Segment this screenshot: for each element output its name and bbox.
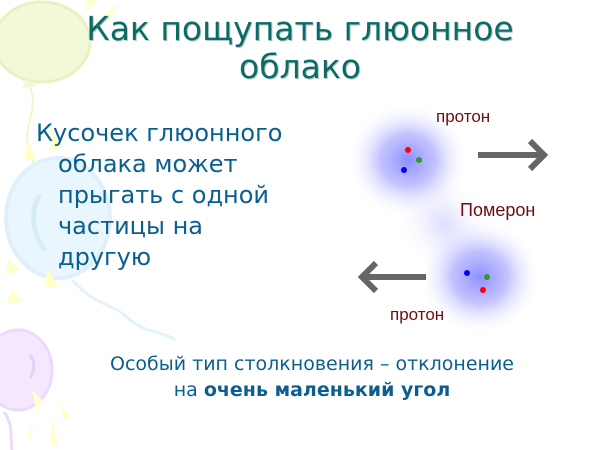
top-proton-label: протон: [436, 107, 491, 126]
pomeron-label: Померон: [460, 200, 536, 220]
red-quark-icon: [480, 287, 486, 293]
bullet-line: частицы на: [58, 212, 203, 240]
conclusion-text: Особый тип столкновения – отклонение на …: [0, 351, 600, 403]
green-quark-icon: [416, 157, 422, 163]
blue-quark-icon: [401, 167, 407, 173]
blue-quark-icon: [464, 270, 470, 276]
title-line-1: Как пощупать глюонное: [86, 9, 514, 48]
slide-title: Как пощупать глюонное облако: [0, 10, 600, 86]
arrow-right-icon: [478, 138, 549, 172]
green-quark-icon: [484, 274, 490, 280]
conclusion-line-1: Особый тип столкновения – отклонение: [110, 353, 514, 375]
bullet-text: Кусочек глюонного облака может прыгать с…: [36, 118, 326, 273]
bullet-line: прыгать с одной: [58, 181, 270, 209]
bullet-line: облака может: [58, 150, 238, 178]
pomeron-diagram: протон Померон протон: [340, 95, 600, 335]
bottom-proton-label: протон: [390, 305, 445, 324]
red-quark-icon: [405, 147, 411, 153]
conclusion-prefix: на: [173, 379, 204, 401]
top-proton-cloud: [346, 102, 470, 218]
bullet-line: другую: [58, 243, 152, 271]
conclusion-emphasis: очень маленький угол: [203, 379, 451, 401]
conclusion-line-2: на очень маленький угол: [0, 377, 600, 403]
bottom-proton-cloud: [418, 219, 542, 335]
title-line-2: облако: [239, 47, 361, 86]
arrow-left-icon: [357, 260, 426, 294]
bullet-line: Кусочек глюонного: [36, 119, 283, 147]
